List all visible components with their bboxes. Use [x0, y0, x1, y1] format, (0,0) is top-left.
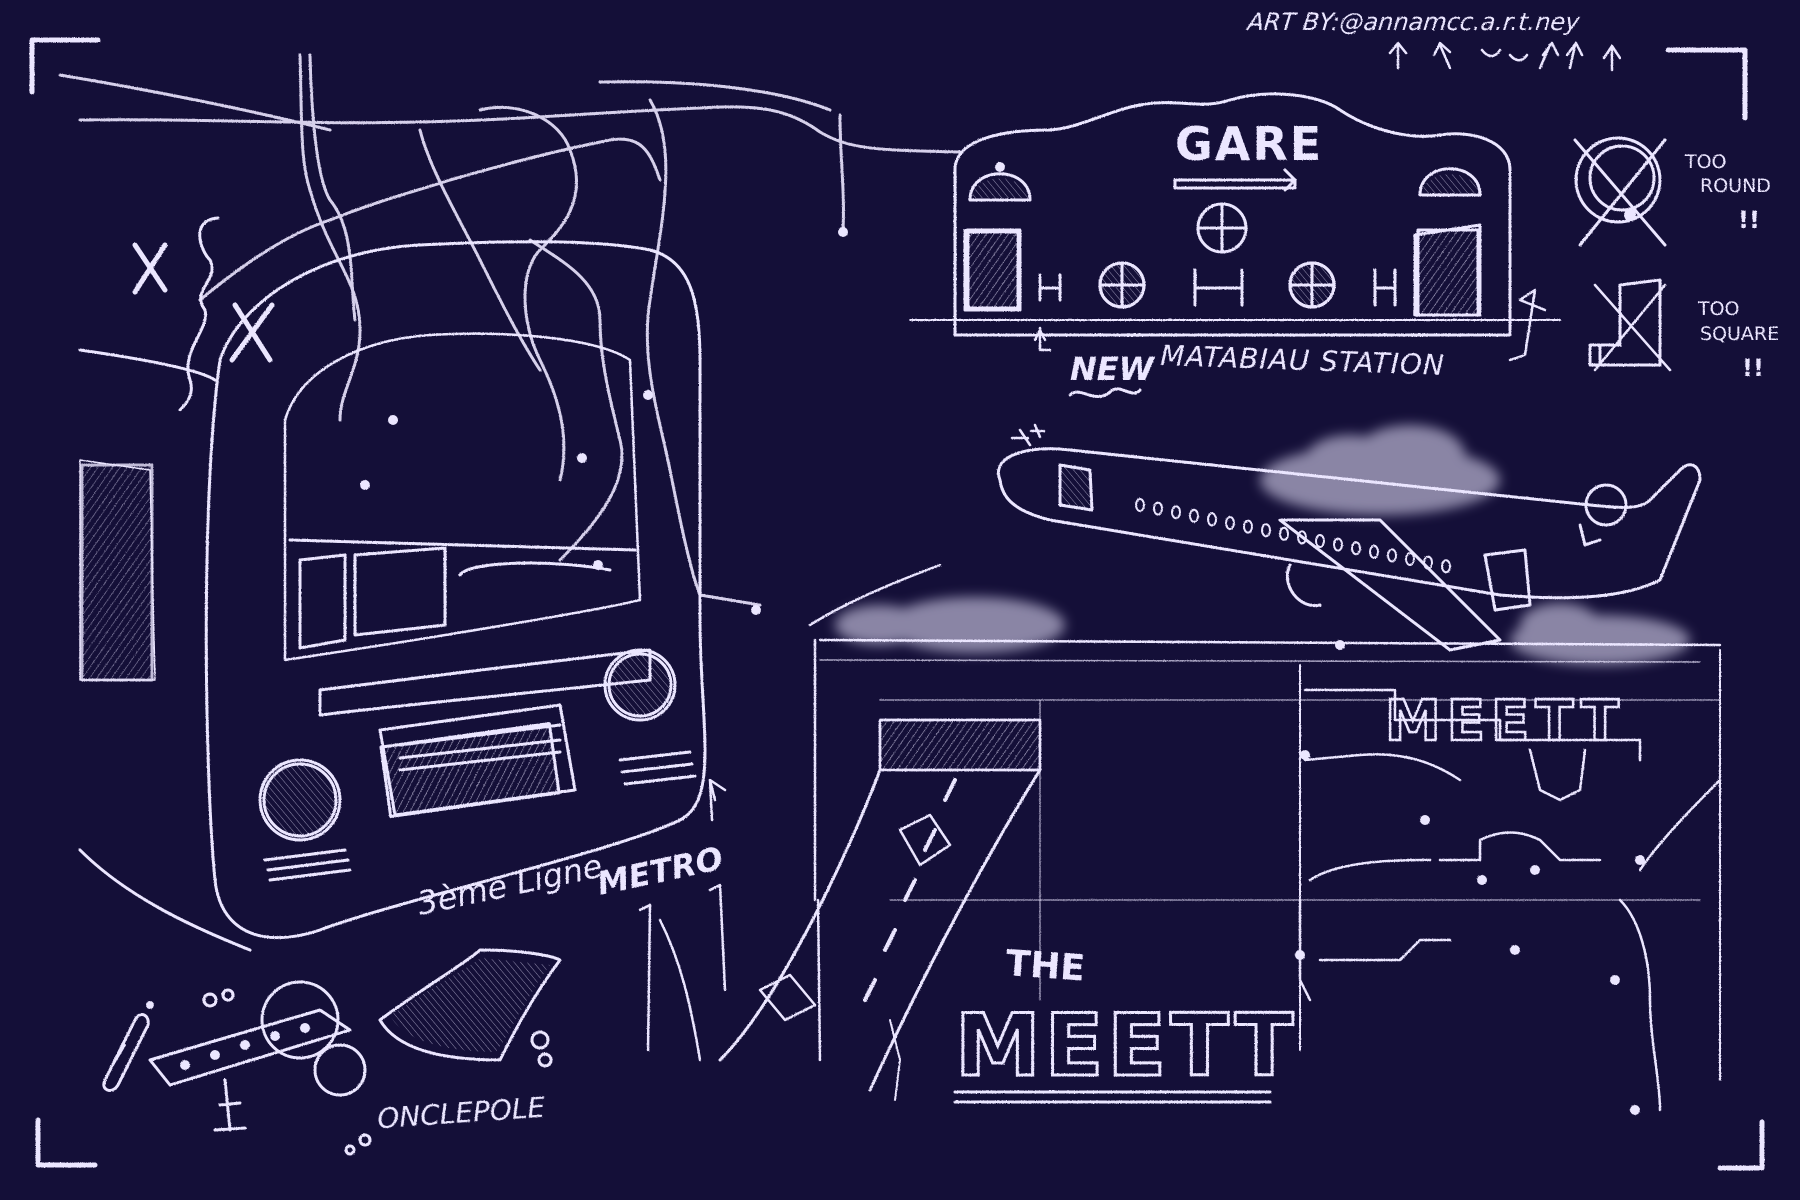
gare-matabiau-building — [909, 92, 1561, 362]
airplane-window — [1423, 555, 1433, 570]
car-lower — [758, 973, 817, 1022]
airplane — [996, 423, 1702, 652]
too-square-sketch — [1588, 278, 1672, 372]
credit-arrows — [1388, 41, 1622, 72]
meett-network-nodes — [1295, 640, 1645, 1115]
airplane-window — [1351, 541, 1361, 556]
metro-line-label-1: 3ème Ligne — [414, 847, 606, 923]
too-round-line2: ROUND — [1700, 175, 1771, 197]
corner-bottom-left — [35, 1117, 98, 1168]
airplane-window — [1333, 537, 1343, 552]
new-label: NEW — [1070, 350, 1156, 388]
metro-train — [78, 240, 727, 952]
misc-strokes — [638, 883, 727, 1062]
meett-title: MEETT — [955, 996, 1297, 1096]
metro-line-label-2: METRO — [594, 839, 726, 903]
airplane-window — [1315, 534, 1325, 548]
airplane-window — [1243, 519, 1253, 534]
airplane-window — [1387, 548, 1397, 563]
artist-credit: ART BY:@annamcc.a.r.t.ney — [1244, 8, 1582, 36]
metro-network — [58, 53, 962, 607]
road — [718, 768, 1042, 1101]
too-square-marks: !! — [1742, 354, 1764, 382]
meett-building-sign: MEETT — [1385, 689, 1625, 754]
oncopole-sketch — [102, 948, 562, 1156]
car-upper — [898, 813, 952, 867]
too-square-line2: SQUARE — [1700, 323, 1779, 345]
airplane-windows — [1135, 498, 1451, 574]
too-round-line1: TOO — [1684, 151, 1727, 173]
new-underline — [1068, 387, 1142, 399]
airplane-window — [1297, 530, 1307, 545]
clouds — [835, 425, 1690, 665]
too-round-sketch — [1573, 136, 1667, 247]
airplane-window — [1369, 544, 1379, 559]
cloud-3 — [885, 597, 1065, 653]
airplane-window — [1225, 516, 1235, 530]
too-round-marks: !! — [1738, 206, 1760, 234]
too-square-line1: TOO — [1697, 298, 1740, 320]
corner-top-left — [29, 37, 101, 95]
airplane-window — [1279, 526, 1289, 541]
airplane-window — [1135, 498, 1145, 512]
airplane-window — [1189, 508, 1199, 523]
x-marks — [132, 216, 275, 412]
airplane-window — [1261, 523, 1271, 538]
corner-bottom-right — [1717, 1119, 1765, 1171]
airplane-window — [1171, 505, 1181, 520]
corner-top-right — [1665, 47, 1748, 121]
meett-the-label: THE — [1004, 943, 1086, 989]
airplane-window — [1405, 552, 1415, 566]
airplane-window — [1153, 501, 1163, 516]
metro-stations — [360, 227, 848, 615]
airplane-window — [1441, 559, 1451, 574]
gare-sign: GARE — [1175, 117, 1323, 171]
oncopole-label: ONCLEPOLE — [376, 1090, 546, 1135]
airplane-window — [1207, 512, 1217, 527]
meett-building — [808, 563, 1722, 1112]
frame-corners — [29, 37, 1765, 1171]
text-labels: ART BY:@annamcc.a.r.t.ney GARE NEW MATAB… — [376, 8, 1779, 1135]
matabiau-station-label: MATABIAU STATION — [1160, 339, 1446, 382]
